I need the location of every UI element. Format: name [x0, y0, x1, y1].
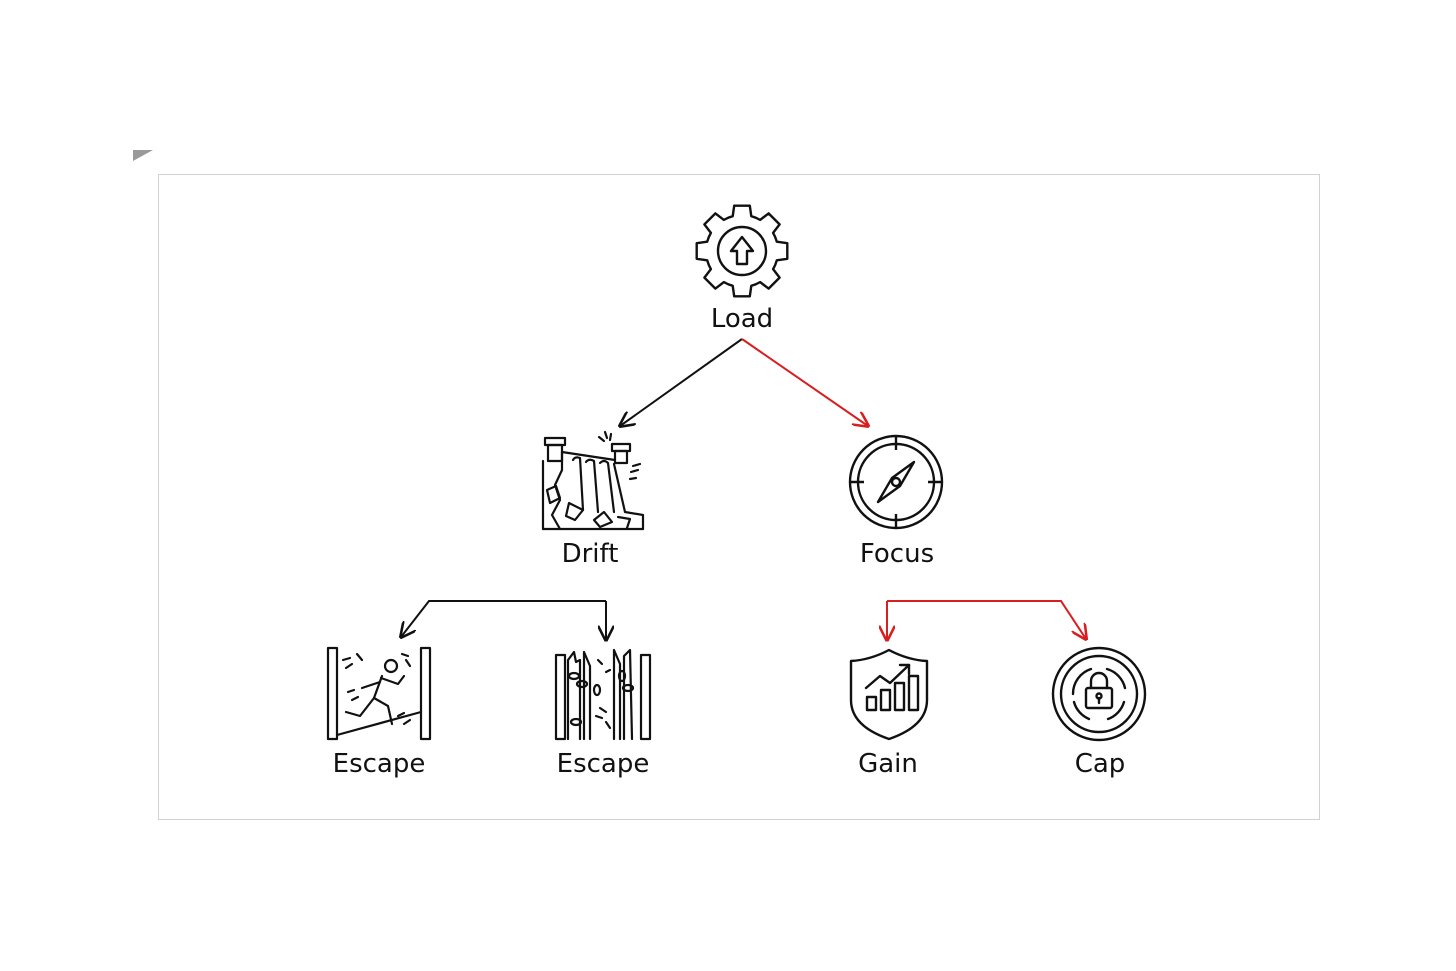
- node-label-cap: Cap: [1075, 749, 1126, 779]
- padlock-dial-icon: [1051, 646, 1147, 742]
- compass-icon: [848, 434, 944, 530]
- node-label-drift: Drift: [562, 539, 619, 569]
- edge-load-focus: [741, 338, 868, 426]
- edge-focus-cap: [887, 600, 1086, 639]
- shield-growth-chart-icon: [849, 648, 929, 741]
- node-drift: Drift: [541, 430, 645, 569]
- edge-load-drift: [620, 338, 743, 426]
- node-load: Load: [695, 204, 789, 334]
- node-label-load: Load: [711, 304, 773, 334]
- node-cap: Cap: [1051, 646, 1147, 779]
- node-gain: Gain: [849, 648, 929, 779]
- edge-drift-escape-left: [401, 600, 606, 637]
- corner-marker: [133, 150, 153, 161]
- node-focus: Focus: [848, 434, 944, 569]
- edges: [401, 338, 1086, 640]
- broken-chain-bars-icon: [554, 648, 652, 741]
- node-escape-1: Escape: [326, 646, 432, 779]
- node-label-escape-2: Escape: [557, 749, 650, 779]
- node-label-focus: Focus: [860, 539, 934, 569]
- diagram-frame: [158, 174, 1320, 820]
- node-escape-2: Escape: [554, 648, 652, 779]
- person-escaping-walls-icon: [326, 646, 432, 741]
- node-label-gain: Gain: [858, 749, 918, 779]
- gear-upload-icon: [695, 204, 789, 298]
- node-label-escape-1: Escape: [333, 749, 426, 779]
- broken-dam-icon: [541, 430, 645, 531]
